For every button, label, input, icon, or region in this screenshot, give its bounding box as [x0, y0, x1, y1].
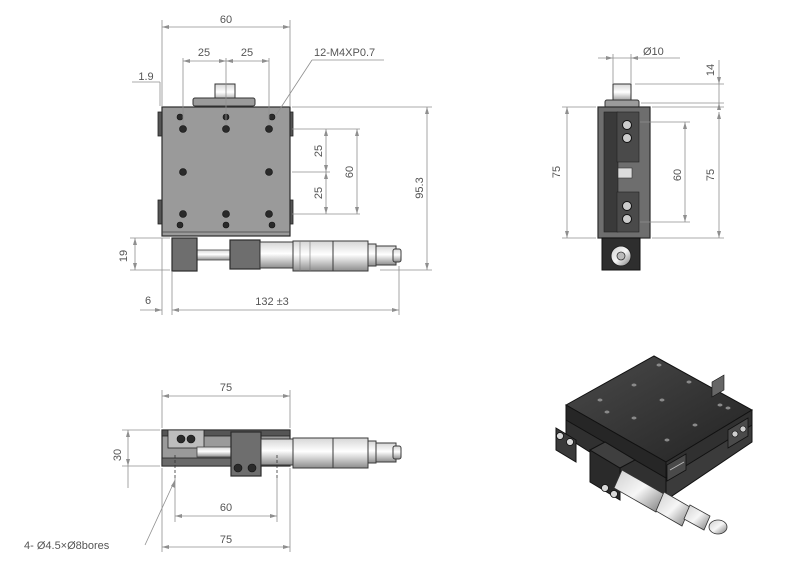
bottom-view: 75 30 60 75 4- Ø4.5×Ø8bores — [24, 382, 402, 552]
dim-front-60-right: 60 — [344, 166, 356, 178]
front-holes — [176, 113, 276, 229]
bores-label: 4- Ø4.5×Ø8bores — [24, 540, 110, 552]
dim-front-19: 19 — [118, 250, 130, 262]
dim-front-25b: 25 — [241, 47, 253, 59]
isometric-view — [555, 355, 753, 535]
dim-side-75-right: 75 — [705, 169, 717, 181]
side-view: Ø10 14 75 60 75 — [551, 46, 724, 271]
dim-side-75-left: 75 — [551, 166, 563, 178]
front-micrometer — [171, 237, 402, 272]
dim-front-25d: 25 — [313, 187, 325, 199]
dim-front-25a: 25 — [198, 47, 210, 59]
dim-bottom-75-top: 75 — [220, 382, 232, 394]
front-view: 60 25 25 12-M4XP0.7 1.9 25 25 60 — [118, 14, 432, 315]
dim-front-60: 60 — [220, 14, 232, 26]
dim-front-1-9: 1.9 — [138, 71, 153, 83]
dim-side-dia10: Ø10 — [643, 46, 664, 58]
dim-front-95-3: 95.3 — [414, 177, 426, 198]
dim-bottom-75-bottom: 75 — [220, 534, 232, 546]
dim-bottom-30: 30 — [112, 449, 124, 461]
dim-front-25c: 25 — [313, 145, 325, 157]
dim-bottom-60: 60 — [220, 502, 232, 514]
dim-front-132: 132 ±3 — [255, 296, 289, 308]
dim-side-60: 60 — [672, 169, 684, 181]
thread-label: 12-M4XP0.7 — [314, 47, 375, 59]
dim-front-6: 6 — [145, 295, 151, 307]
iso-micrometer — [613, 469, 728, 535]
dim-side-14: 14 — [705, 64, 717, 76]
